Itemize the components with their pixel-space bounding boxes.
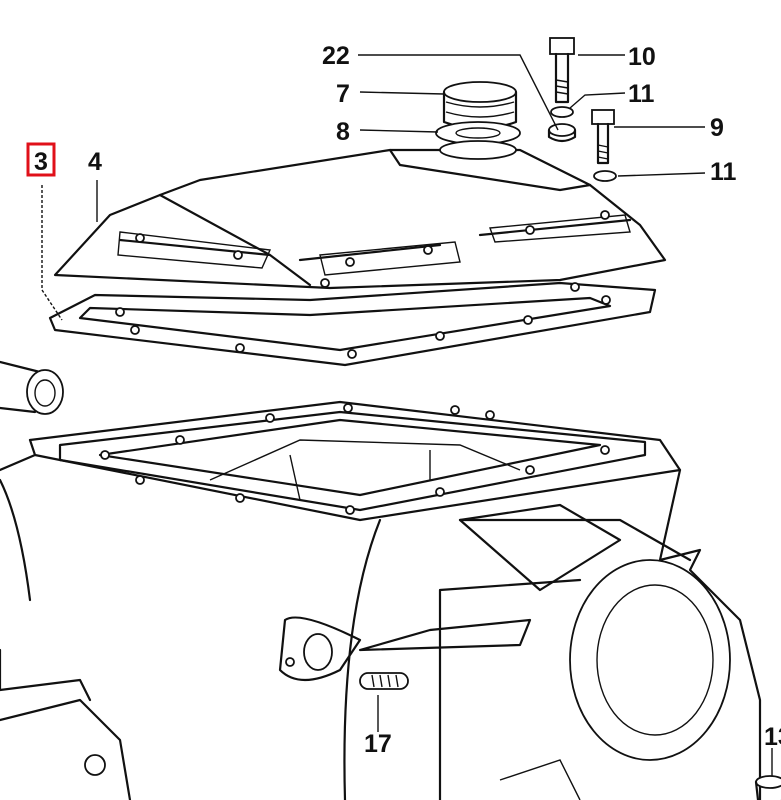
cover-plate-part-4[interactable] xyxy=(53,148,667,290)
transmission-housing xyxy=(0,400,762,800)
breather-cap-part-7[interactable] xyxy=(442,81,518,130)
washer-part-11b[interactable] xyxy=(593,170,617,182)
washer-part-8[interactable] xyxy=(435,121,521,160)
bolt-part-9[interactable] xyxy=(591,109,615,165)
callout-17[interactable]: 17 xyxy=(364,730,392,758)
callout-11-lower[interactable]: 11 xyxy=(710,158,737,186)
callout-highlight-box xyxy=(26,142,56,177)
callout-4[interactable]: 4 xyxy=(88,148,102,176)
callout-9[interactable]: 9 xyxy=(710,114,724,142)
stud-part-17[interactable] xyxy=(359,672,409,690)
callout-11-upper[interactable]: 11 xyxy=(628,80,655,108)
washer-part-11a[interactable] xyxy=(550,106,574,118)
callout-22[interactable]: 22 xyxy=(322,42,350,70)
callout-7[interactable]: 7 xyxy=(336,80,350,108)
callout-10[interactable]: 10 xyxy=(628,43,656,71)
callout-8[interactable]: 8 xyxy=(336,118,350,146)
gasket-part-3[interactable] xyxy=(48,281,657,367)
callout-3[interactable]: 3 xyxy=(34,148,48,176)
bolt-part-10[interactable] xyxy=(549,37,575,104)
plug-part-13[interactable] xyxy=(754,775,781,800)
pipe-stub xyxy=(0,360,64,415)
callout-13[interactable]: 13 xyxy=(764,723,781,751)
leader-lines xyxy=(41,54,773,776)
washer-part-22[interactable] xyxy=(547,123,577,143)
